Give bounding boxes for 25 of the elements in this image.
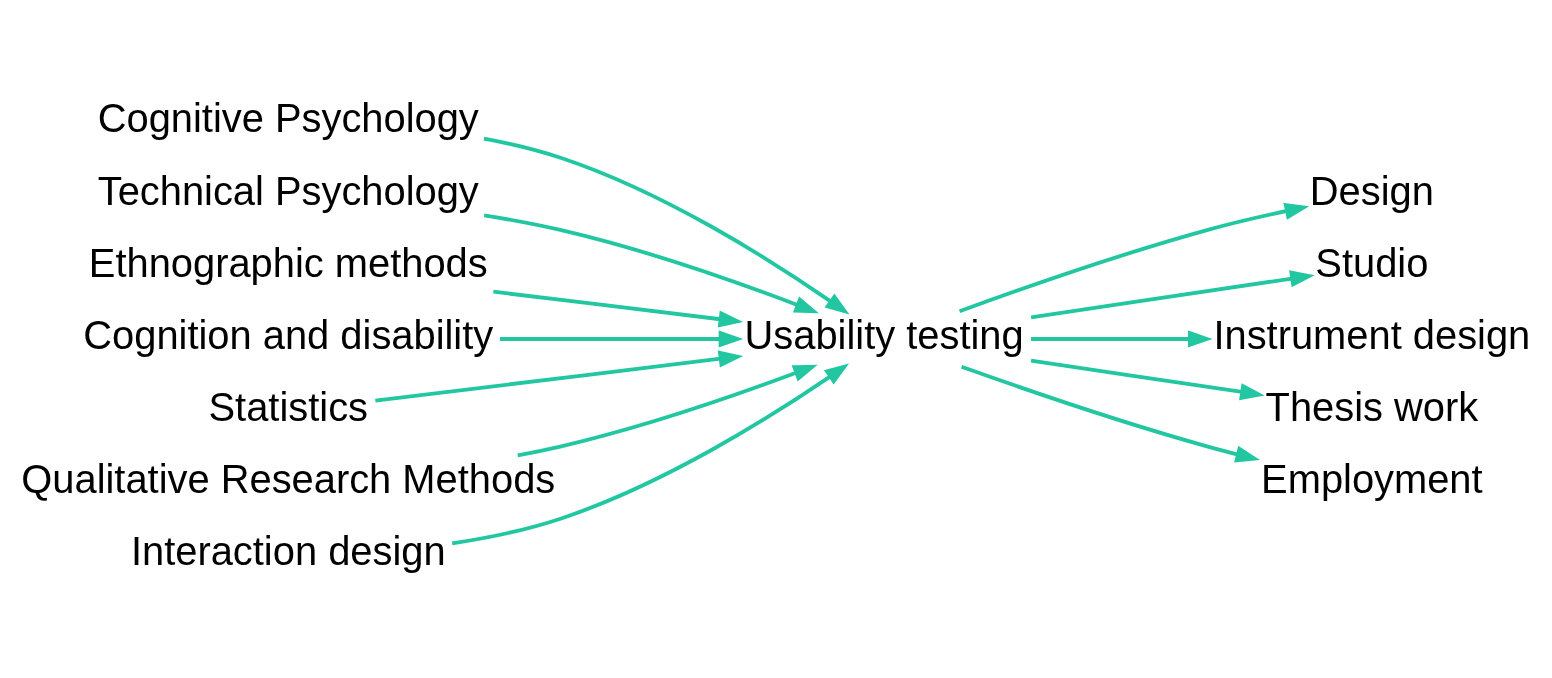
arrow: [375, 350, 744, 403]
arrow: [483, 136, 850, 315]
arrow: [1031, 330, 1213, 348]
arrow: [1030, 270, 1315, 320]
arrow: [451, 363, 850, 546]
node-text: Employment: [1261, 456, 1483, 501]
arrow: [1030, 358, 1265, 401]
node-text: Qualitative Research Methods: [21, 456, 556, 501]
node-text: Statistics: [208, 384, 369, 429]
node-text: Thesis work: [1265, 384, 1479, 429]
node-text: Design: [1309, 168, 1434, 213]
node-text: Interaction design: [130, 528, 446, 573]
node-text: Technical Psychology: [97, 168, 479, 213]
arrow: [960, 365, 1261, 463]
node-text: Cognitive Psychology: [97, 96, 479, 141]
node-text: Cognition and disability: [83, 312, 494, 357]
node-text: Studio: [1315, 240, 1429, 285]
arrow: [500, 330, 744, 348]
arrow: [517, 364, 818, 458]
node-text: Ethnographic methods: [88, 240, 488, 285]
arrow: [958, 202, 1310, 314]
arrow: [483, 213, 819, 314]
arrow: [493, 289, 744, 328]
node-text: Instrument design: [1213, 312, 1531, 357]
node-text: Usability testing: [744, 312, 1024, 357]
